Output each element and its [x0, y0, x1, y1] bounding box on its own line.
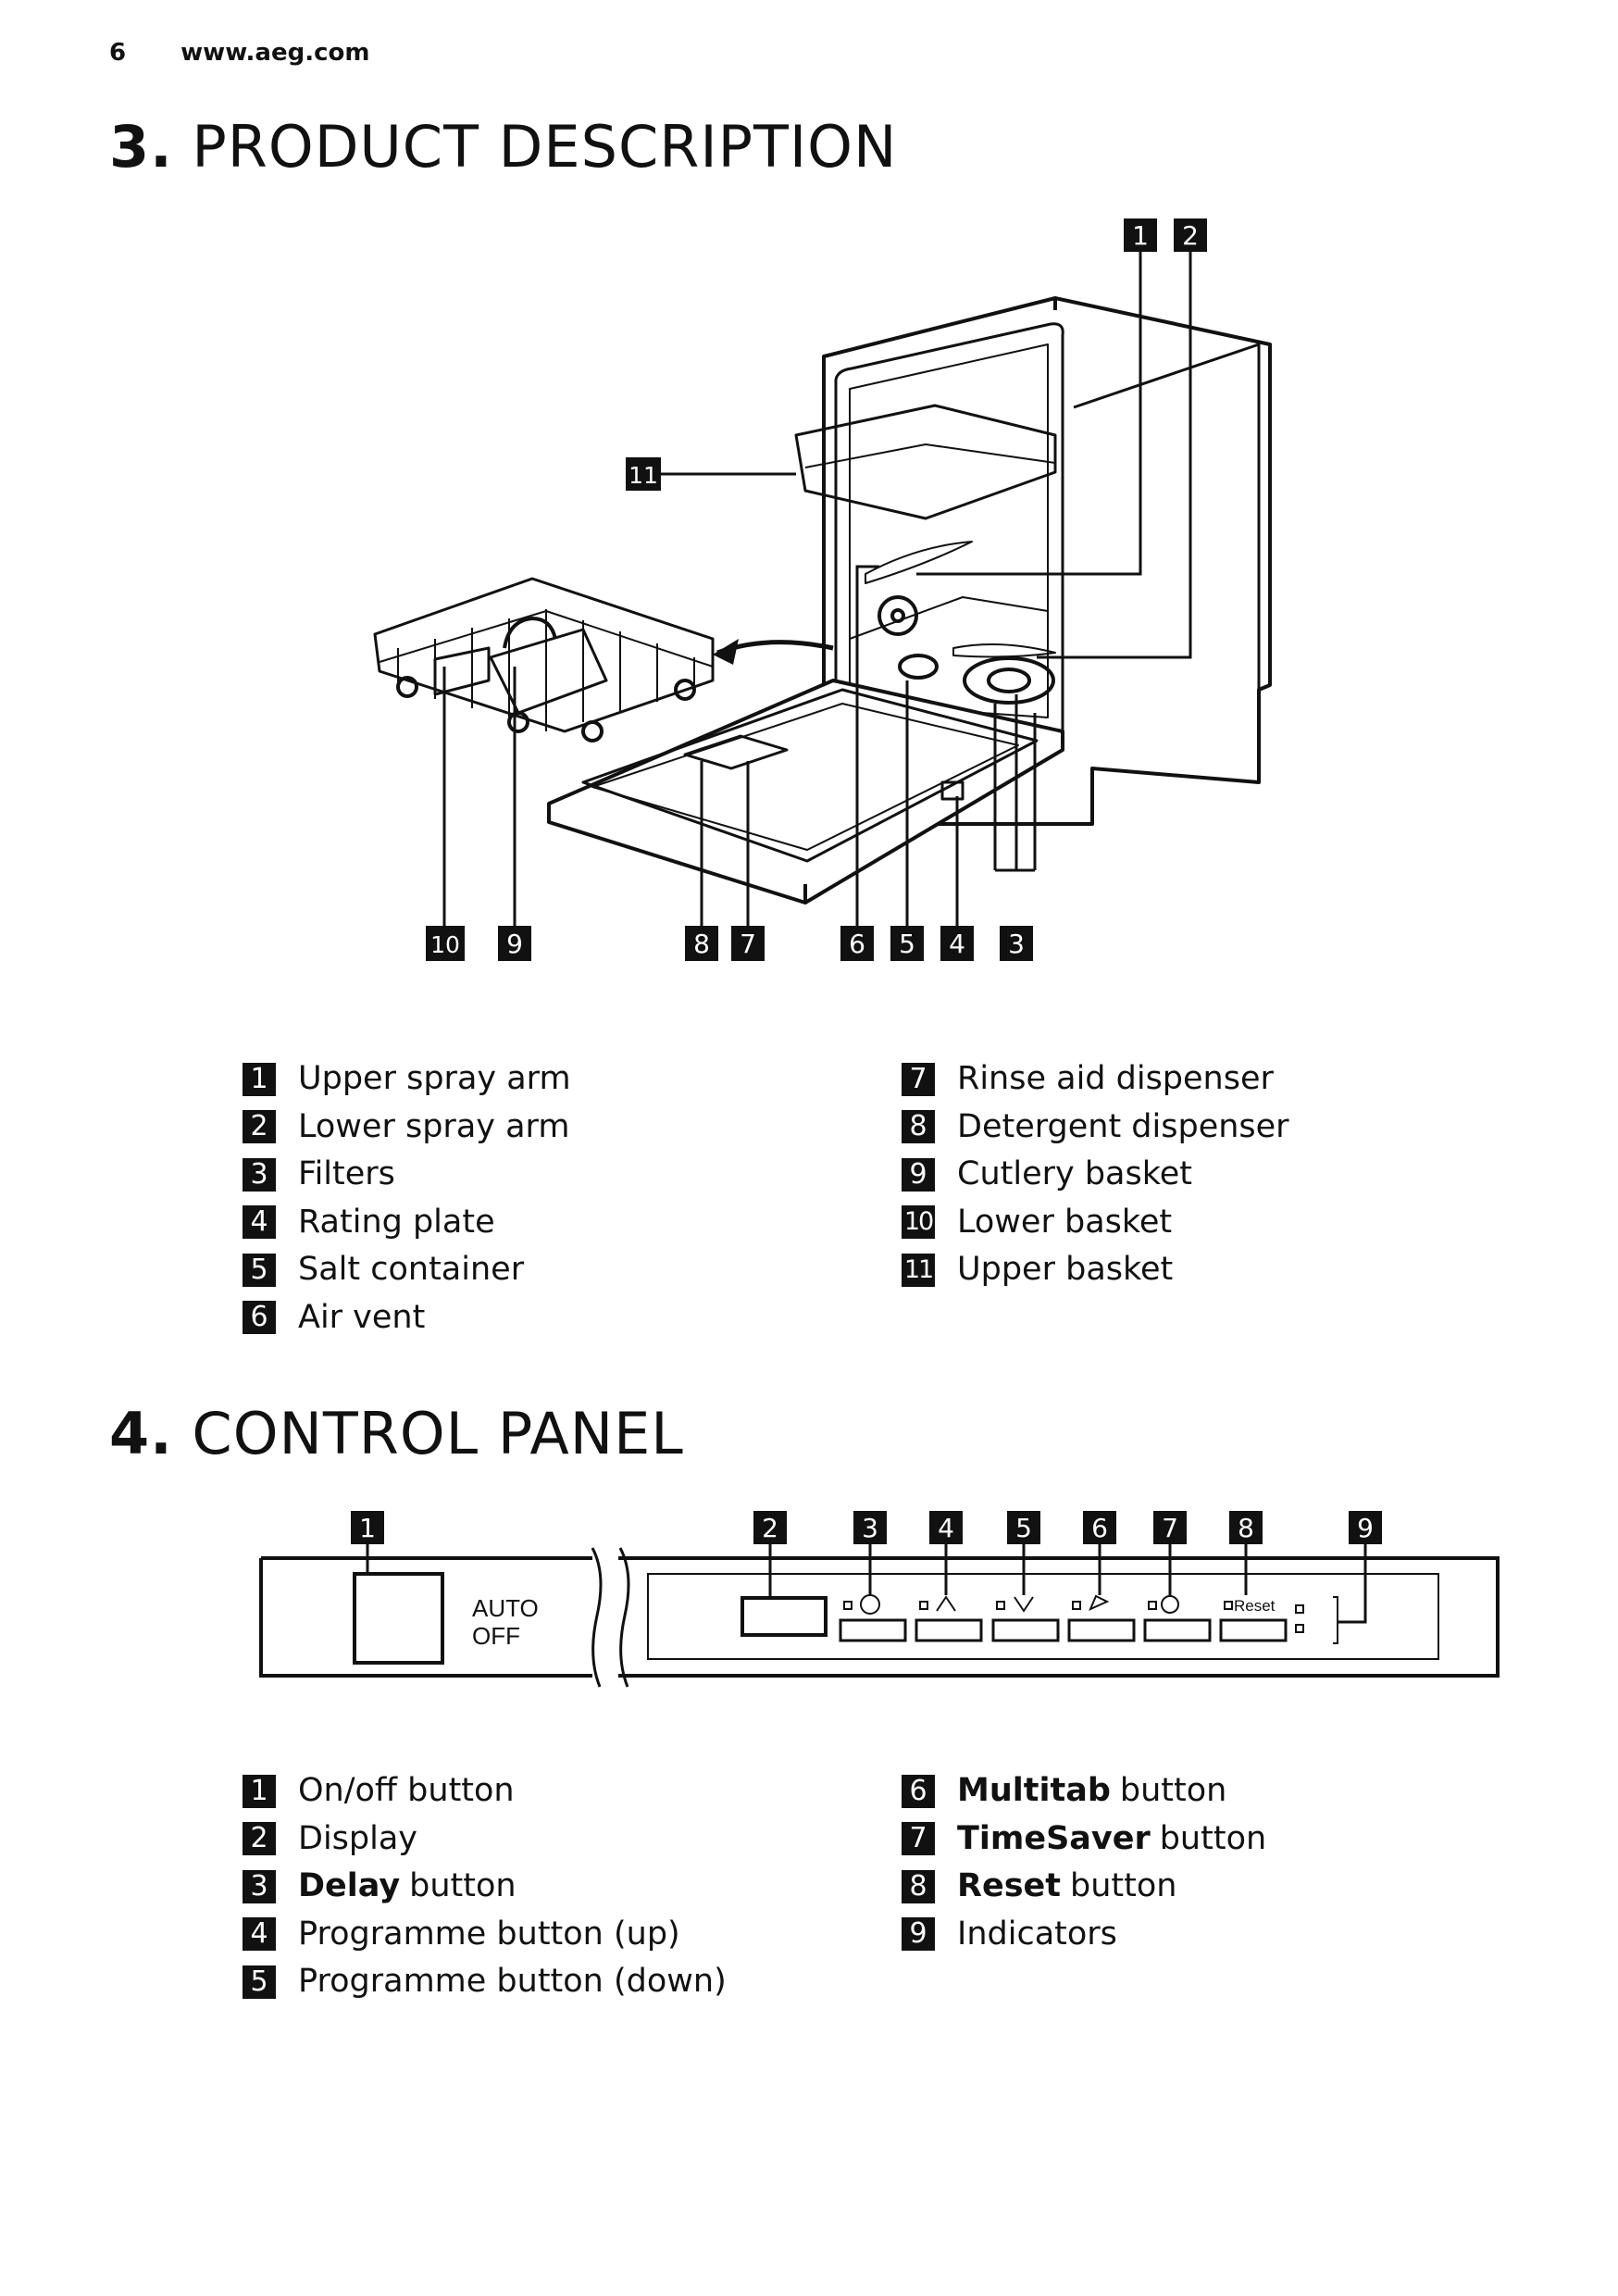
panel-callout-1: 1	[359, 1513, 376, 1543]
auto-label: AUTO	[472, 1594, 539, 1622]
callout-6: 6	[849, 929, 865, 959]
page-number: 6	[109, 39, 127, 67]
callout-7: 7	[740, 929, 756, 959]
section-title-text: CONTROL PANEL	[192, 1400, 684, 1467]
callout-2: 2	[1182, 220, 1199, 251]
callout-badges-panel: 1 2 3 4 5 6 7 8 9	[351, 1511, 1382, 1544]
panel-callout-2: 2	[762, 1513, 778, 1543]
panel-callout-5: 5	[1015, 1513, 1032, 1543]
reset-label: Reset	[1234, 1597, 1276, 1615]
panel-callout-4: 4	[938, 1513, 954, 1543]
section-title-control-panel: 4. CONTROL PANEL	[109, 1400, 684, 1467]
dishwasher-illustration: 1 2 11 10 9 8 7 6 5 4 3	[373, 218, 1272, 961]
callout-3: 3	[1008, 929, 1025, 959]
panel-callout-7: 7	[1162, 1513, 1178, 1543]
callout-4: 4	[949, 929, 965, 959]
control-panel-illustration: AUTO OFF Reset 1 2 3 4 5 6 7 8 9	[259, 1511, 1500, 1688]
callout-8: 8	[693, 929, 710, 959]
callout-badges-product: 1 2 11 10 9 8 7 6 5 4 3	[426, 218, 1207, 961]
off-label: OFF	[472, 1622, 520, 1650]
callout-1: 1	[1132, 220, 1149, 251]
callout-10: 10	[430, 931, 460, 958]
callout-5: 5	[899, 929, 915, 959]
callout-9: 9	[506, 929, 523, 959]
page-header: 6 www.aeg.com	[109, 39, 369, 67]
panel-callout-3: 3	[862, 1513, 878, 1543]
panel-callout-8: 8	[1238, 1513, 1254, 1543]
panel-callout-6: 6	[1091, 1513, 1108, 1543]
section-number: 3.	[109, 113, 173, 181]
callout-11: 11	[629, 462, 658, 489]
panel-callout-9: 9	[1357, 1513, 1374, 1543]
section-number: 4.	[109, 1400, 173, 1467]
section-title-product-description: 3. PRODUCT DESCRIPTION	[109, 113, 897, 181]
website-link[interactable]: www.aeg.com	[180, 39, 370, 67]
section-title-text: PRODUCT DESCRIPTION	[192, 113, 898, 181]
